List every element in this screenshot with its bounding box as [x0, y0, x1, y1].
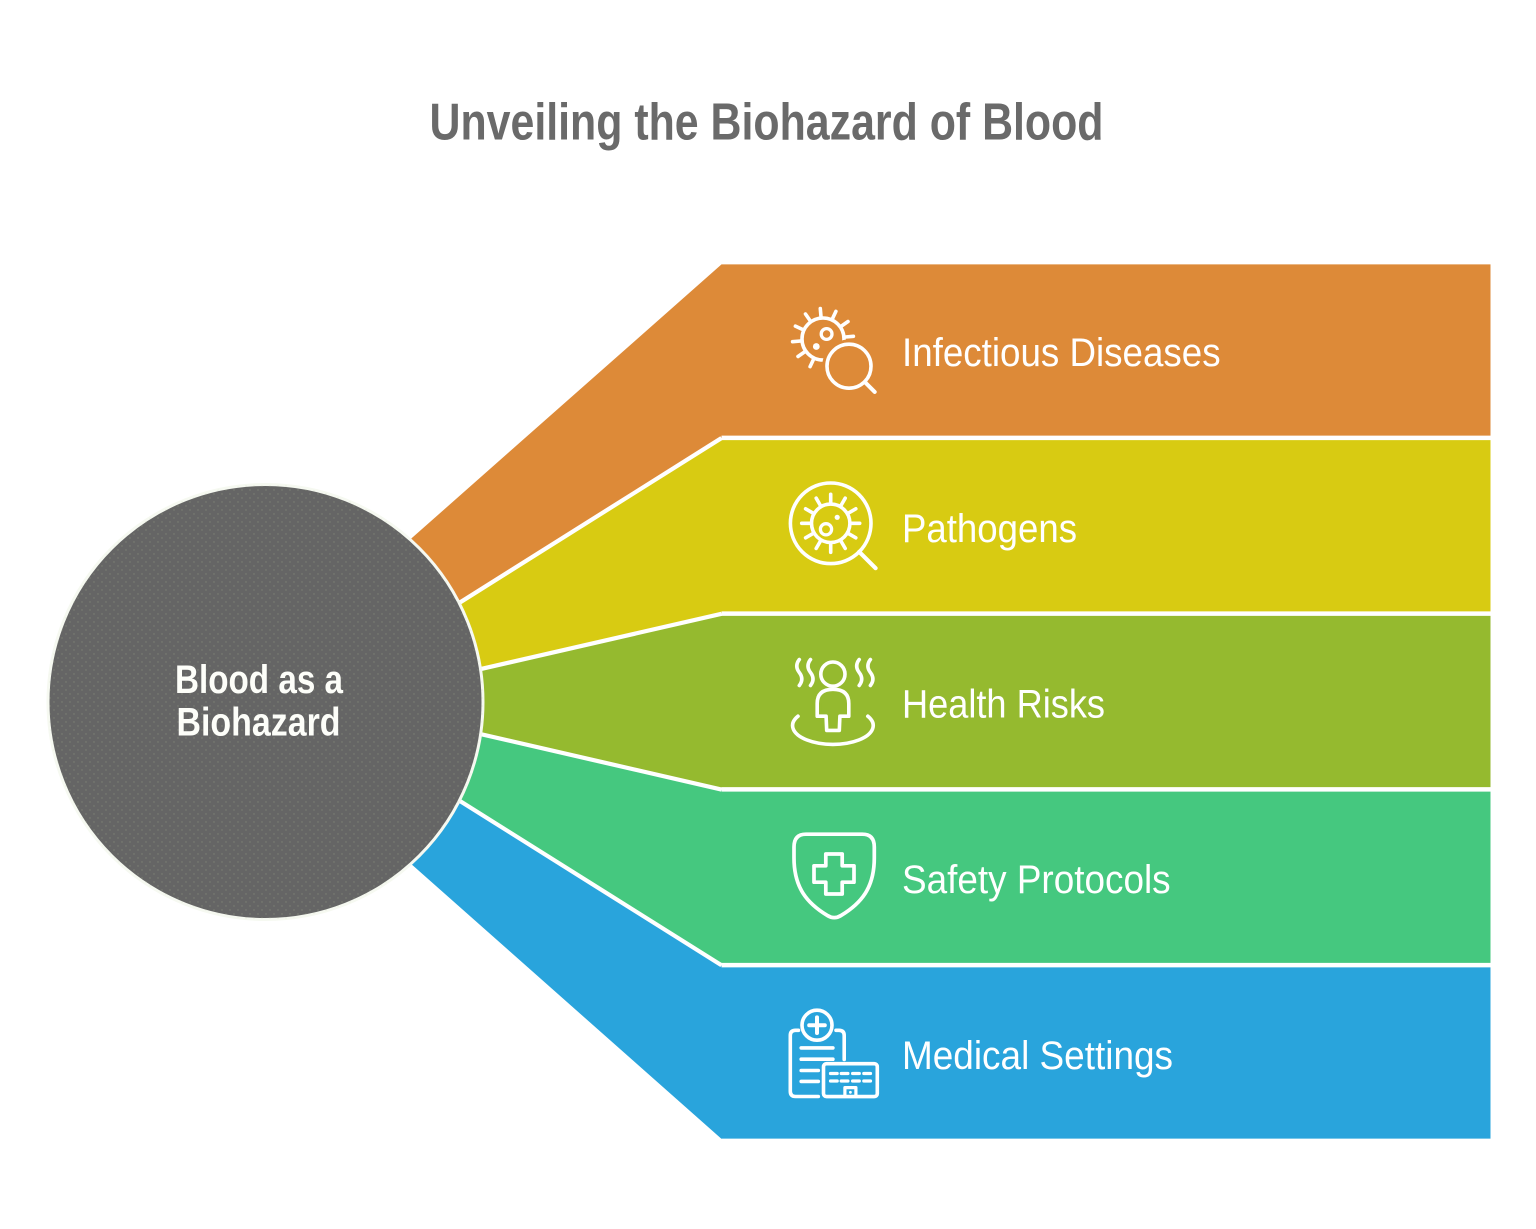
- svg-text:Health Risks: Health Risks: [902, 683, 1105, 727]
- svg-text:Unveiling the Biohazard of Blo: Unveiling the Biohazard of Blood: [430, 94, 1104, 152]
- svg-text:Biohazard: Biohazard: [177, 701, 341, 745]
- svg-text:Pathogens: Pathogens: [902, 507, 1077, 551]
- svg-text:Safety Protocols: Safety Protocols: [902, 858, 1171, 902]
- svg-text:Infectious Diseases: Infectious Diseases: [902, 331, 1221, 375]
- svg-text:Medical Settings: Medical Settings: [902, 1034, 1173, 1078]
- svg-text:Blood as a: Blood as a: [175, 658, 344, 702]
